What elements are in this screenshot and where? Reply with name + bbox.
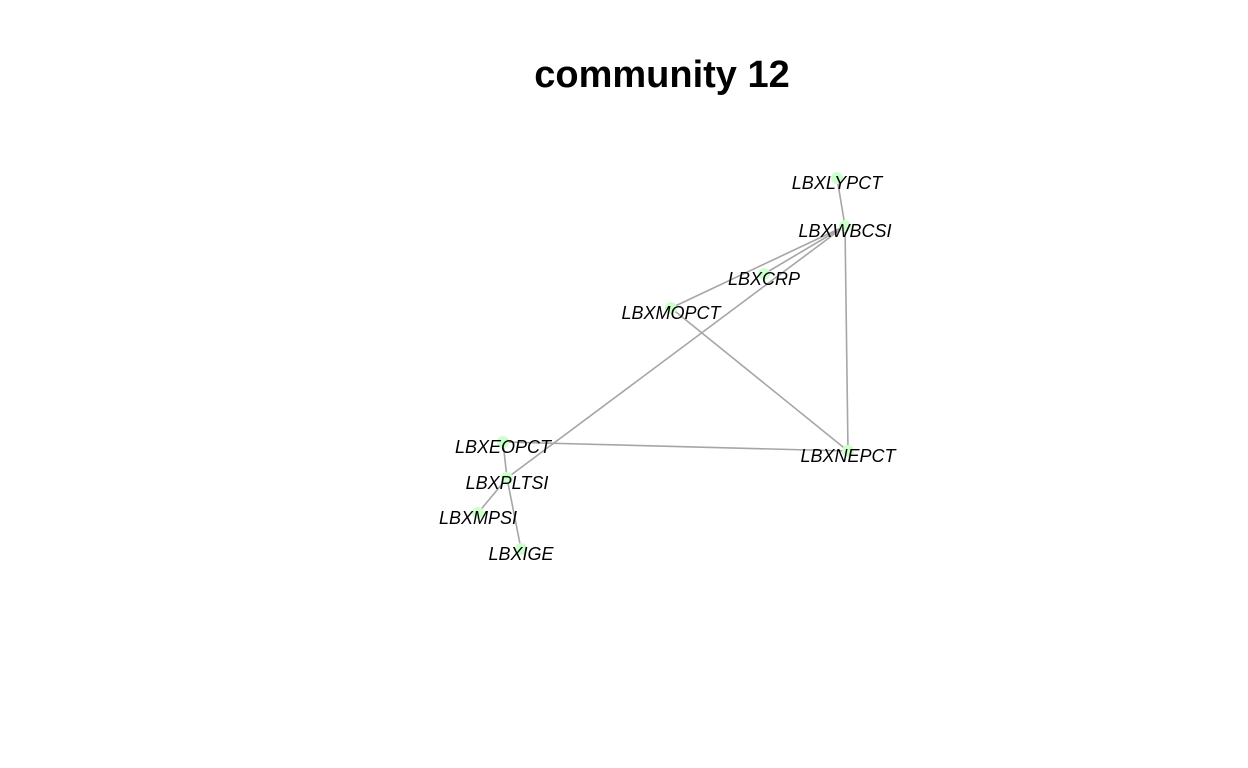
node-label-lbxpltsi: LBXPLTSI [466, 473, 549, 493]
edge-lbxwbcsi-lbxcrp [763, 225, 846, 275]
node-label-lbxeopct: LBXEOPCT [455, 437, 553, 457]
node-label-lbxcrp: LBXCRP [728, 269, 800, 289]
node-lbxlypct[interactable] [831, 172, 843, 184]
node-label-lbxnepct: LBXNEPCT [800, 446, 897, 466]
graph-title: community 12 [534, 54, 790, 96]
node-lbxnepct[interactable] [842, 445, 854, 457]
node-label-lbxmpsi: LBXMPSI [439, 508, 517, 528]
node-lbxmopct[interactable] [665, 302, 677, 314]
edge-lbxwbcsi-lbxpltsi [506, 225, 846, 479]
edge-lbxlypct-lbxwbcsi [836, 177, 846, 227]
node-lbxwbcsi[interactable] [839, 220, 851, 232]
edges-layer [477, 177, 849, 550]
node-label-lbxwbcsi: LBXWBCSI [798, 221, 891, 241]
node-lbxige[interactable] [515, 543, 527, 555]
nodes-layer [472, 172, 854, 555]
node-lbxpltsi[interactable] [501, 472, 513, 484]
labels-layer: LBXLYPCT LBXWBCSI LBXCRP LBXMOPCT LBXEOPCT LB… [439, 173, 898, 564]
edge-lbxpltsi-lbxige [506, 477, 522, 550]
edge-lbxwbcsi-lbxmopct [670, 225, 846, 309]
edge-lbxeopct-lbxpltsi [502, 441, 508, 479]
node-label-lbxlypct: LBXLYPCT [792, 173, 884, 193]
edge-lbxwbcsi-lbxnepct [844, 225, 849, 452]
node-label-lbxmopct: LBXMOPCT [621, 303, 722, 323]
node-label-lbxige: LBXIGE [488, 544, 554, 564]
node-lbxmpsi[interactable] [472, 507, 484, 519]
node-lbxcrp[interactable] [758, 268, 770, 280]
edge-lbxpltsi-lbxmpsi [477, 477, 508, 514]
edge-lbxmopct-lbxnepct [670, 307, 849, 452]
node-lbxeopct[interactable] [497, 436, 509, 448]
edge-lbxeopct-lbxnepct [502, 441, 849, 452]
